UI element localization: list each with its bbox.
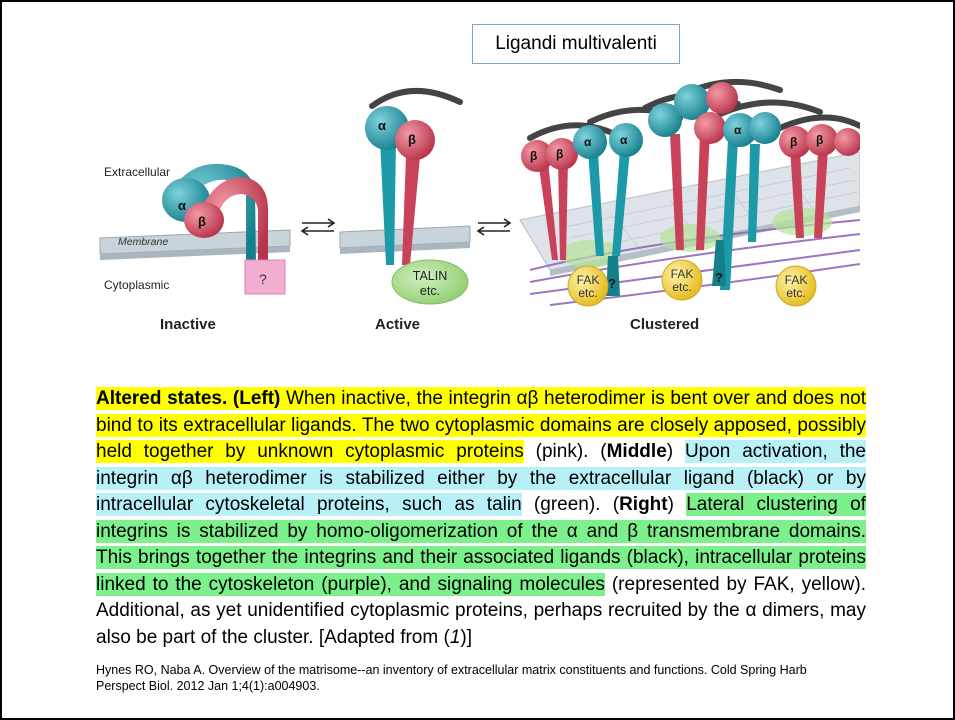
equilibrium-arrows-1 [302, 219, 334, 235]
svg-text:?: ? [259, 271, 267, 287]
equilibrium-arrows-2 [478, 219, 510, 235]
fak-ball-2: FAK etc. [662, 260, 702, 300]
ligand-active [372, 91, 460, 106]
inactive-label: Inactive [160, 316, 216, 333]
membrane-label: Membrane [118, 236, 168, 248]
svg-text:etc.: etc. [578, 286, 597, 300]
clustered-label: Clustered [630, 316, 699, 333]
integrin-diagram: Extracellular Cytoplasmic Membrane α β ?… [90, 60, 860, 345]
citation-reference: Hynes RO, Naba A. Overview of the matris… [96, 662, 856, 694]
caption-ref-number: 1 [450, 626, 461, 649]
svg-text:etc.: etc. [672, 280, 691, 294]
svg-text:β: β [530, 149, 537, 163]
svg-text:β: β [198, 214, 206, 229]
caption-title: Altered states. ( [96, 387, 239, 410]
active-label: Active [375, 316, 420, 333]
svg-text:FAK: FAK [671, 267, 694, 281]
svg-text:α: α [378, 118, 386, 133]
active-panel: α β TALIN etc. Active [340, 91, 470, 333]
svg-text:α: α [620, 133, 628, 147]
svg-text:α: α [734, 123, 742, 137]
svg-text:FAK: FAK [577, 273, 600, 287]
svg-text:α: α [178, 198, 186, 213]
svg-text:FAK: FAK [785, 273, 808, 287]
svg-text:TALIN: TALIN [413, 269, 448, 283]
caption-middle-tag: Middle [607, 440, 667, 463]
svg-text:etc.: etc. [786, 286, 805, 300]
svg-text:β: β [556, 147, 563, 161]
title-box: Ligandi multivalenti [472, 24, 680, 64]
caption-right-tag: Right [619, 493, 668, 516]
fak-ball-1: FAK etc. [568, 266, 608, 306]
clustered-panel: β β α α α β β FAK etc. FAK etc. FAK etc. [520, 82, 860, 333]
unknown-mark-1: ? [608, 276, 616, 291]
extracellular-label: Extracellular [104, 165, 170, 179]
inactive-panel: Extracellular Cytoplasmic Membrane α β ?… [100, 164, 290, 333]
figure-caption: Altered states. (Left) When inactive, th… [96, 386, 866, 651]
svg-text:β: β [816, 133, 823, 147]
svg-text:β: β [790, 135, 797, 149]
svg-text:β: β [408, 132, 416, 147]
cytoplasmic-label: Cytoplasmic [104, 278, 169, 292]
svg-text:α: α [584, 135, 592, 149]
svg-text:etc.: etc. [420, 284, 440, 298]
unknown-mark-2: ? [715, 270, 723, 285]
fak-ball-3: FAK etc. [776, 266, 816, 306]
caption-left-tag: Left [239, 387, 274, 410]
